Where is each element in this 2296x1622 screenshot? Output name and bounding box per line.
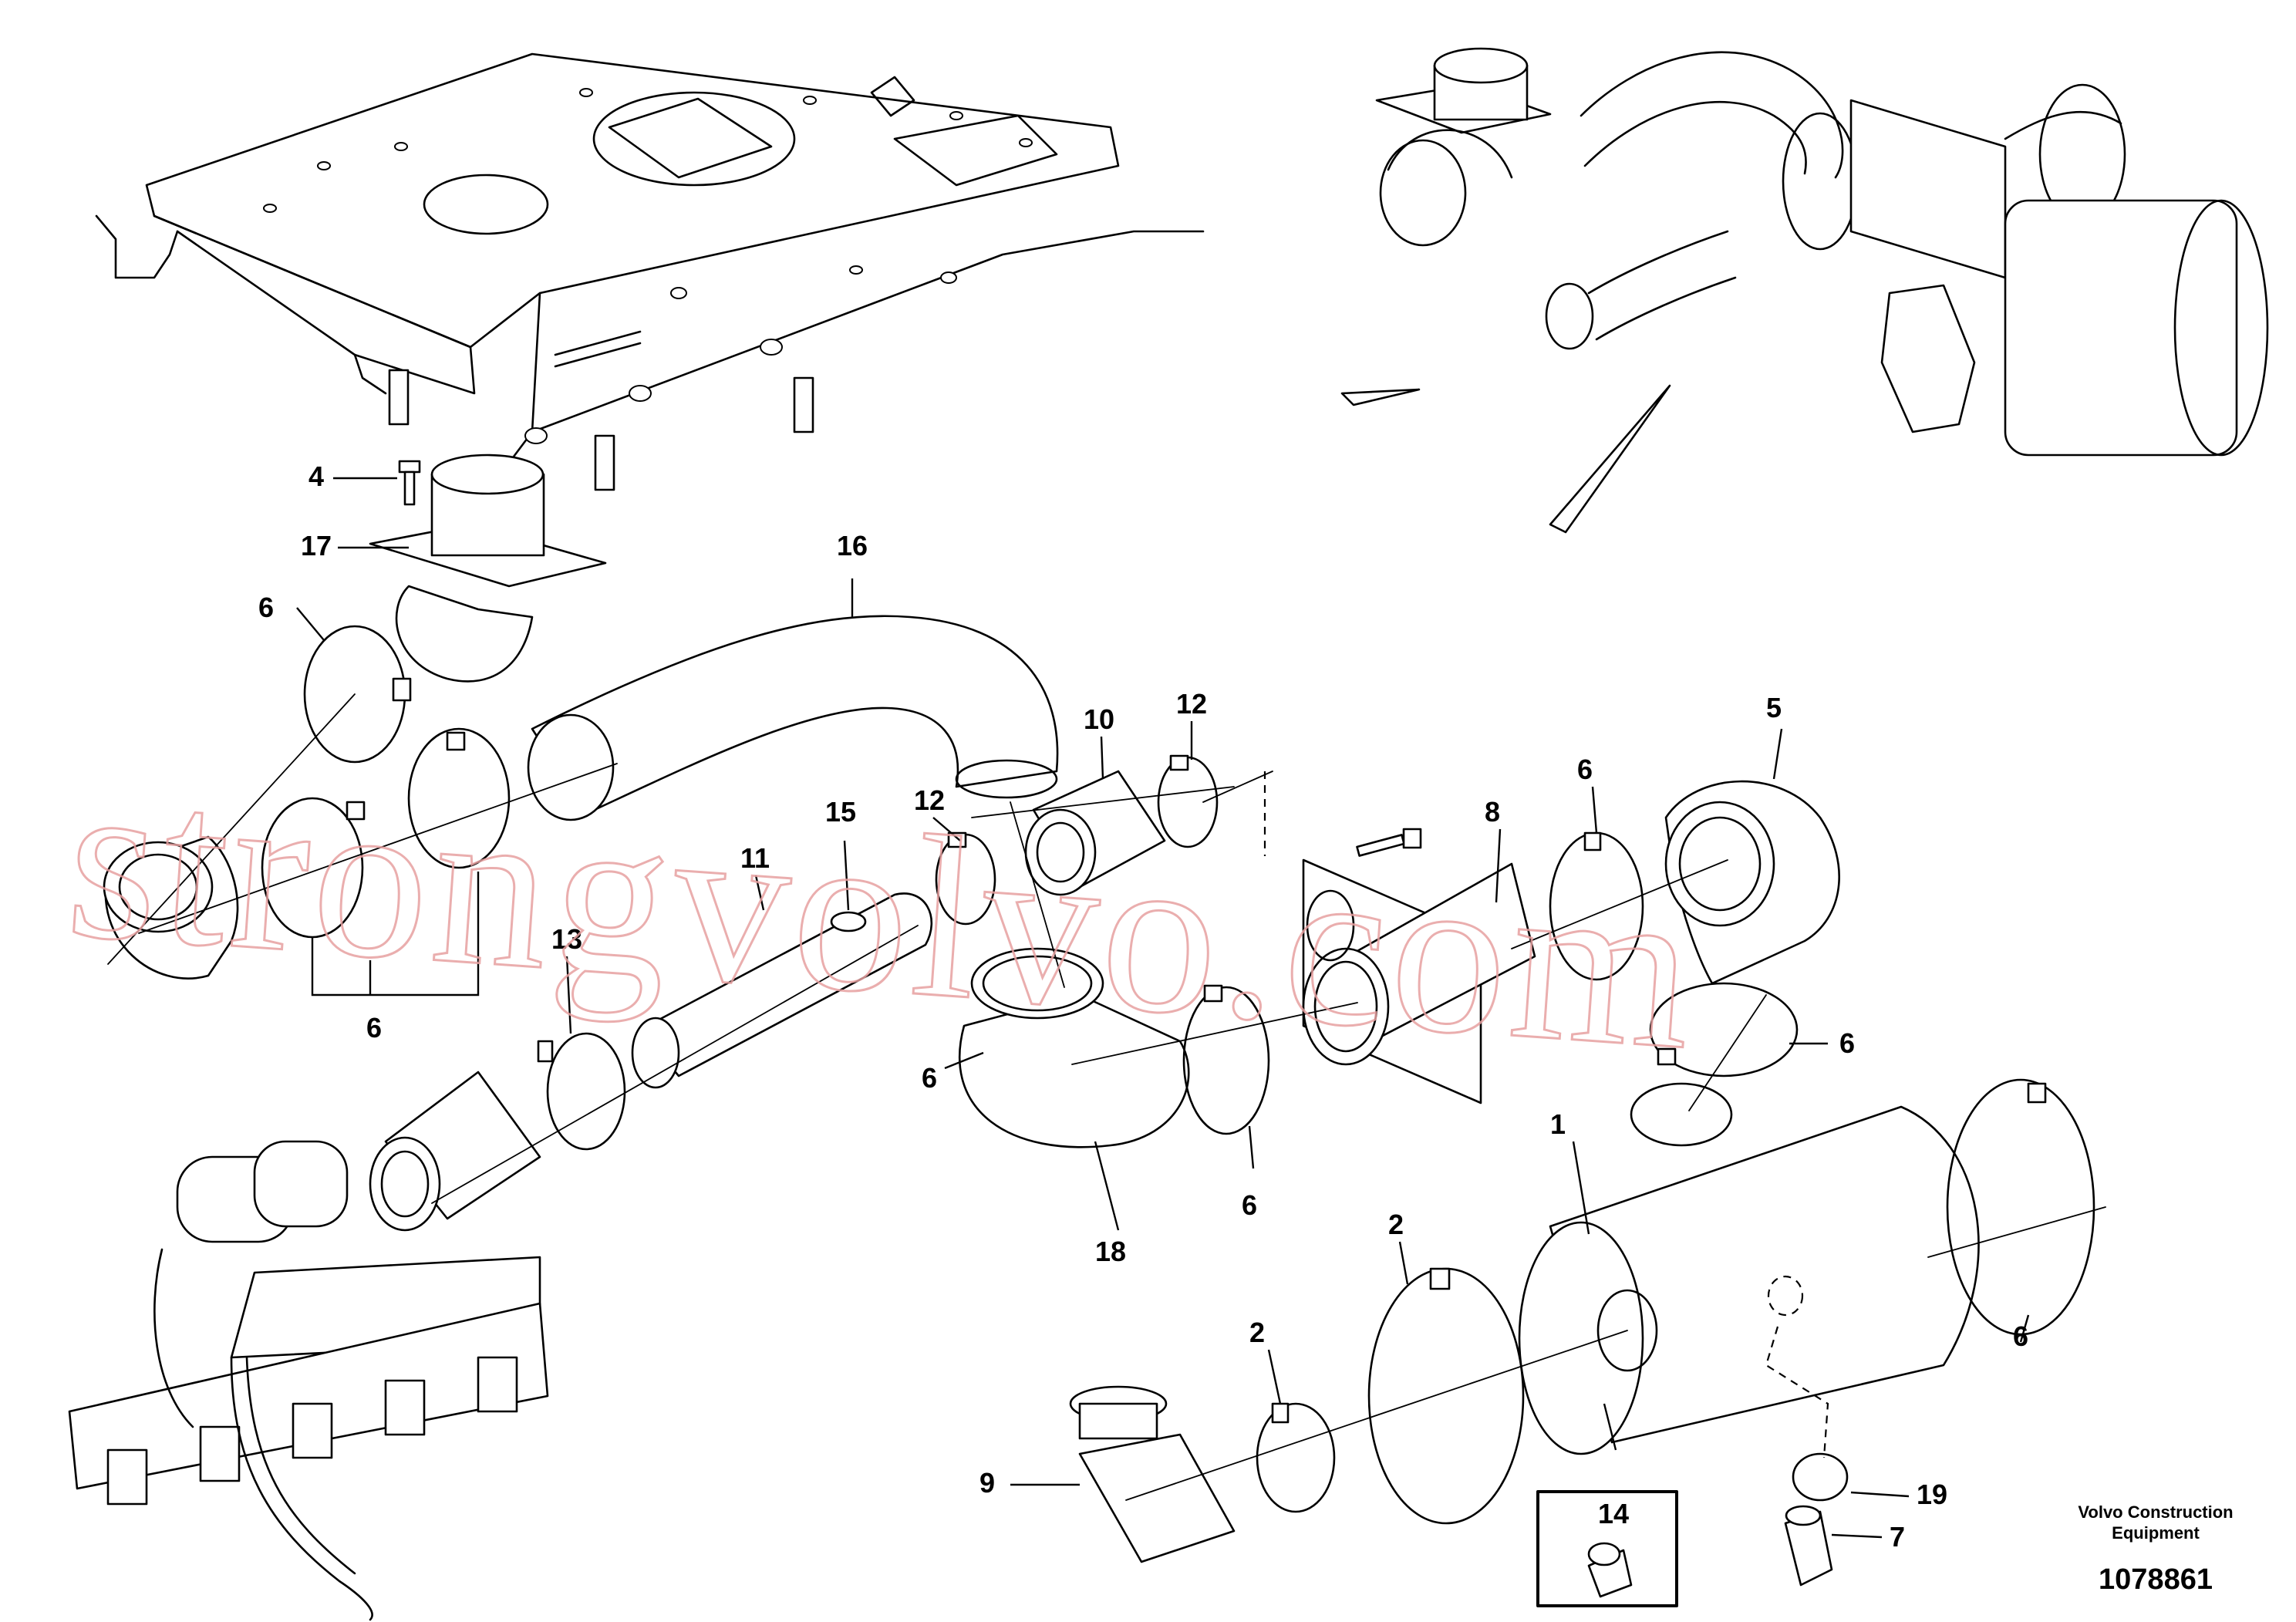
- callout-9: 14: [1598, 1498, 1629, 1529]
- watermark-text: strongvolvo.com: [60, 729, 1705, 1098]
- callout-8: 8: [1485, 796, 1500, 828]
- callout-5: 5: [1766, 692, 1782, 723]
- callout-6-left-bottom: 6: [366, 1012, 382, 1044]
- callout-11: 11: [740, 842, 770, 874]
- tube-part-11: [632, 893, 932, 1088]
- brand-subtitle: Equipment: [2112, 1523, 2200, 1543]
- clamp-part-12-left: [936, 833, 995, 924]
- bent-pipe-part-16: [528, 616, 1057, 820]
- clamp-part-19: [1257, 1404, 1334, 1512]
- turbo-exhaust-manifold: [69, 1141, 548, 1620]
- callout-15: 15: [825, 796, 856, 828]
- callout-4: 4: [308, 460, 324, 492]
- coupling-left: [370, 1072, 540, 1230]
- flange-tube-part-8: [1303, 860, 1535, 1103]
- upper-frame-plate: [96, 54, 1203, 490]
- brand-name: Volvo Construction: [2078, 1502, 2233, 1522]
- clamp-part-2-right: [1947, 1080, 2094, 1334]
- callout-1: 1: [1550, 1108, 1566, 1140]
- clamp-part-6-right-b: [1650, 983, 1797, 1076]
- clamp-part-2-left: [1369, 1269, 1523, 1523]
- callout-6-right-mid: 6: [1839, 1027, 1855, 1059]
- callout-6-centre: 6: [922, 1062, 937, 1094]
- indicator-part-9-box: [1538, 1492, 1677, 1606]
- elbow-part-18: [959, 949, 1188, 1147]
- part-number: 1078861: [2099, 1563, 2213, 1596]
- clamp-ring-part-6-upper: [305, 626, 410, 762]
- clamp-part-12-right: [1158, 756, 1217, 847]
- valve-part-14: [1793, 1454, 1847, 1500]
- air-cleaner-part-1: [1519, 1084, 1978, 1454]
- sleeve-part-10: [1026, 771, 1165, 895]
- callout-10: 10: [1084, 703, 1114, 735]
- callout-19: 2: [1249, 1317, 1265, 1348]
- clamp-ring-part-6-left-b: [409, 729, 509, 868]
- callout-labels: 4 17 16 6 10 12 5 15 12 11 8 6 6 13 6 6 …: [258, 460, 2028, 1553]
- elbow-part-left: [104, 837, 238, 979]
- clamp-part-13: [538, 1034, 625, 1149]
- assembled-detail-view: [1342, 49, 2267, 532]
- bolt-part-4: [400, 461, 420, 504]
- intake-part-7: [1070, 1387, 1234, 1562]
- callout-12-left: 12: [914, 784, 945, 816]
- callout-3: 7: [1890, 1521, 1905, 1553]
- callout-17: 17: [301, 530, 332, 561]
- screw-part-8: [1357, 829, 1421, 856]
- clamp-part-6-mid: [1184, 986, 1269, 1134]
- callout-7: 9: [979, 1467, 995, 1499]
- callout-14: 19: [1917, 1479, 1947, 1510]
- callout-18: 18: [1095, 1236, 1126, 1267]
- callout-2-left: 2: [1388, 1209, 1404, 1240]
- callout-12-right: 12: [1176, 688, 1207, 720]
- flange-pipe-part-17: [370, 455, 605, 681]
- callout-13: 13: [551, 923, 582, 955]
- valve-part-3: [1785, 1506, 1832, 1585]
- callout-6-right-top: 6: [1577, 754, 1593, 785]
- callout-6-upper-left: 6: [258, 592, 274, 623]
- callout-2-right: 6: [2013, 1320, 2028, 1352]
- callout-16: 16: [837, 530, 868, 561]
- leader-lines: [108, 478, 2106, 1537]
- callout-6-mid: 6: [1242, 1189, 1257, 1221]
